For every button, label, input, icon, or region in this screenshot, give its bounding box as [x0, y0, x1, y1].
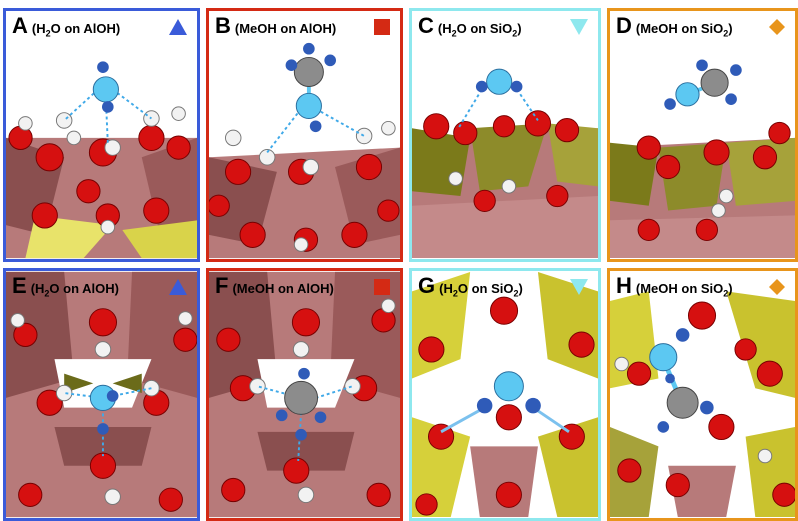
molecular-scene-d [610, 11, 795, 259]
panel-caption: (H2O on SiO2) [437, 21, 522, 39]
panel-letter: G [418, 273, 436, 298]
panel-letter: D [616, 13, 632, 38]
panel-e: E (H2O on AlOH) [3, 268, 200, 521]
diamond-marker-icon [769, 19, 785, 35]
molecular-scene-h [610, 271, 795, 518]
triangle-up-marker-icon [169, 279, 187, 295]
panel-letter: A [12, 13, 28, 38]
panel-label-a: A (H2O on AlOH) [12, 15, 120, 39]
panel-caption: (MeOH on AlOH) [234, 21, 337, 36]
panel-label-c: C (H2O on SiO2) [418, 15, 522, 39]
diamond-marker-icon [769, 279, 785, 295]
molecular-scene-b [209, 11, 400, 259]
panel-label-d: D (MeOH on SiO2) [616, 15, 733, 39]
panel-b: B (MeOH on AlOH) [206, 8, 403, 262]
panel-letter: C [418, 13, 434, 38]
panel-h: H (MeOH on SiO2) [607, 268, 798, 521]
panel-caption: (MeOH on SiO2) [635, 281, 733, 299]
panel-label-b: B (MeOH on AlOH) [215, 15, 336, 37]
panel-caption: (H2O on SiO2) [439, 281, 523, 299]
panel-label-e: E (H2O on AlOH) [12, 275, 119, 299]
triangle-up-marker-icon [169, 19, 187, 35]
panel-g: G (H2O on SiO2) [409, 268, 601, 521]
panel-letter: H [616, 273, 632, 298]
panel-letter: F [215, 273, 229, 298]
panel-caption: (MeOH on SiO2) [635, 21, 733, 39]
panel-label-h: H (MeOH on SiO2) [616, 275, 733, 299]
panel-label-g: G (H2O on SiO2) [418, 275, 523, 299]
molecular-scene-g [412, 271, 598, 518]
molecular-scene-e [6, 271, 197, 518]
molecular-scene-a [6, 11, 197, 259]
panel-caption: (H2O on AlOH) [31, 21, 121, 39]
panel-letter: E [12, 273, 27, 298]
panel-d: D (MeOH on SiO2) [607, 8, 798, 262]
panel-c: C (H2O on SiO2) [409, 8, 601, 262]
triangle-down-marker-icon [570, 279, 588, 295]
square-marker-icon [374, 279, 390, 295]
panel-caption: (MeOH on AlOH) [232, 281, 334, 296]
molecular-scene-f [209, 271, 400, 518]
panel-f: F (MeOH on AlOH) [206, 268, 403, 521]
panel-a: A (H2O on AlOH) [3, 8, 200, 262]
triangle-down-marker-icon [570, 19, 588, 35]
panel-caption: (H2O on AlOH) [30, 281, 119, 299]
molecular-scene-c [412, 11, 598, 259]
panel-letter: B [215, 13, 231, 38]
panel-label-f: F (MeOH on AlOH) [215, 275, 334, 297]
square-marker-icon [374, 19, 390, 35]
